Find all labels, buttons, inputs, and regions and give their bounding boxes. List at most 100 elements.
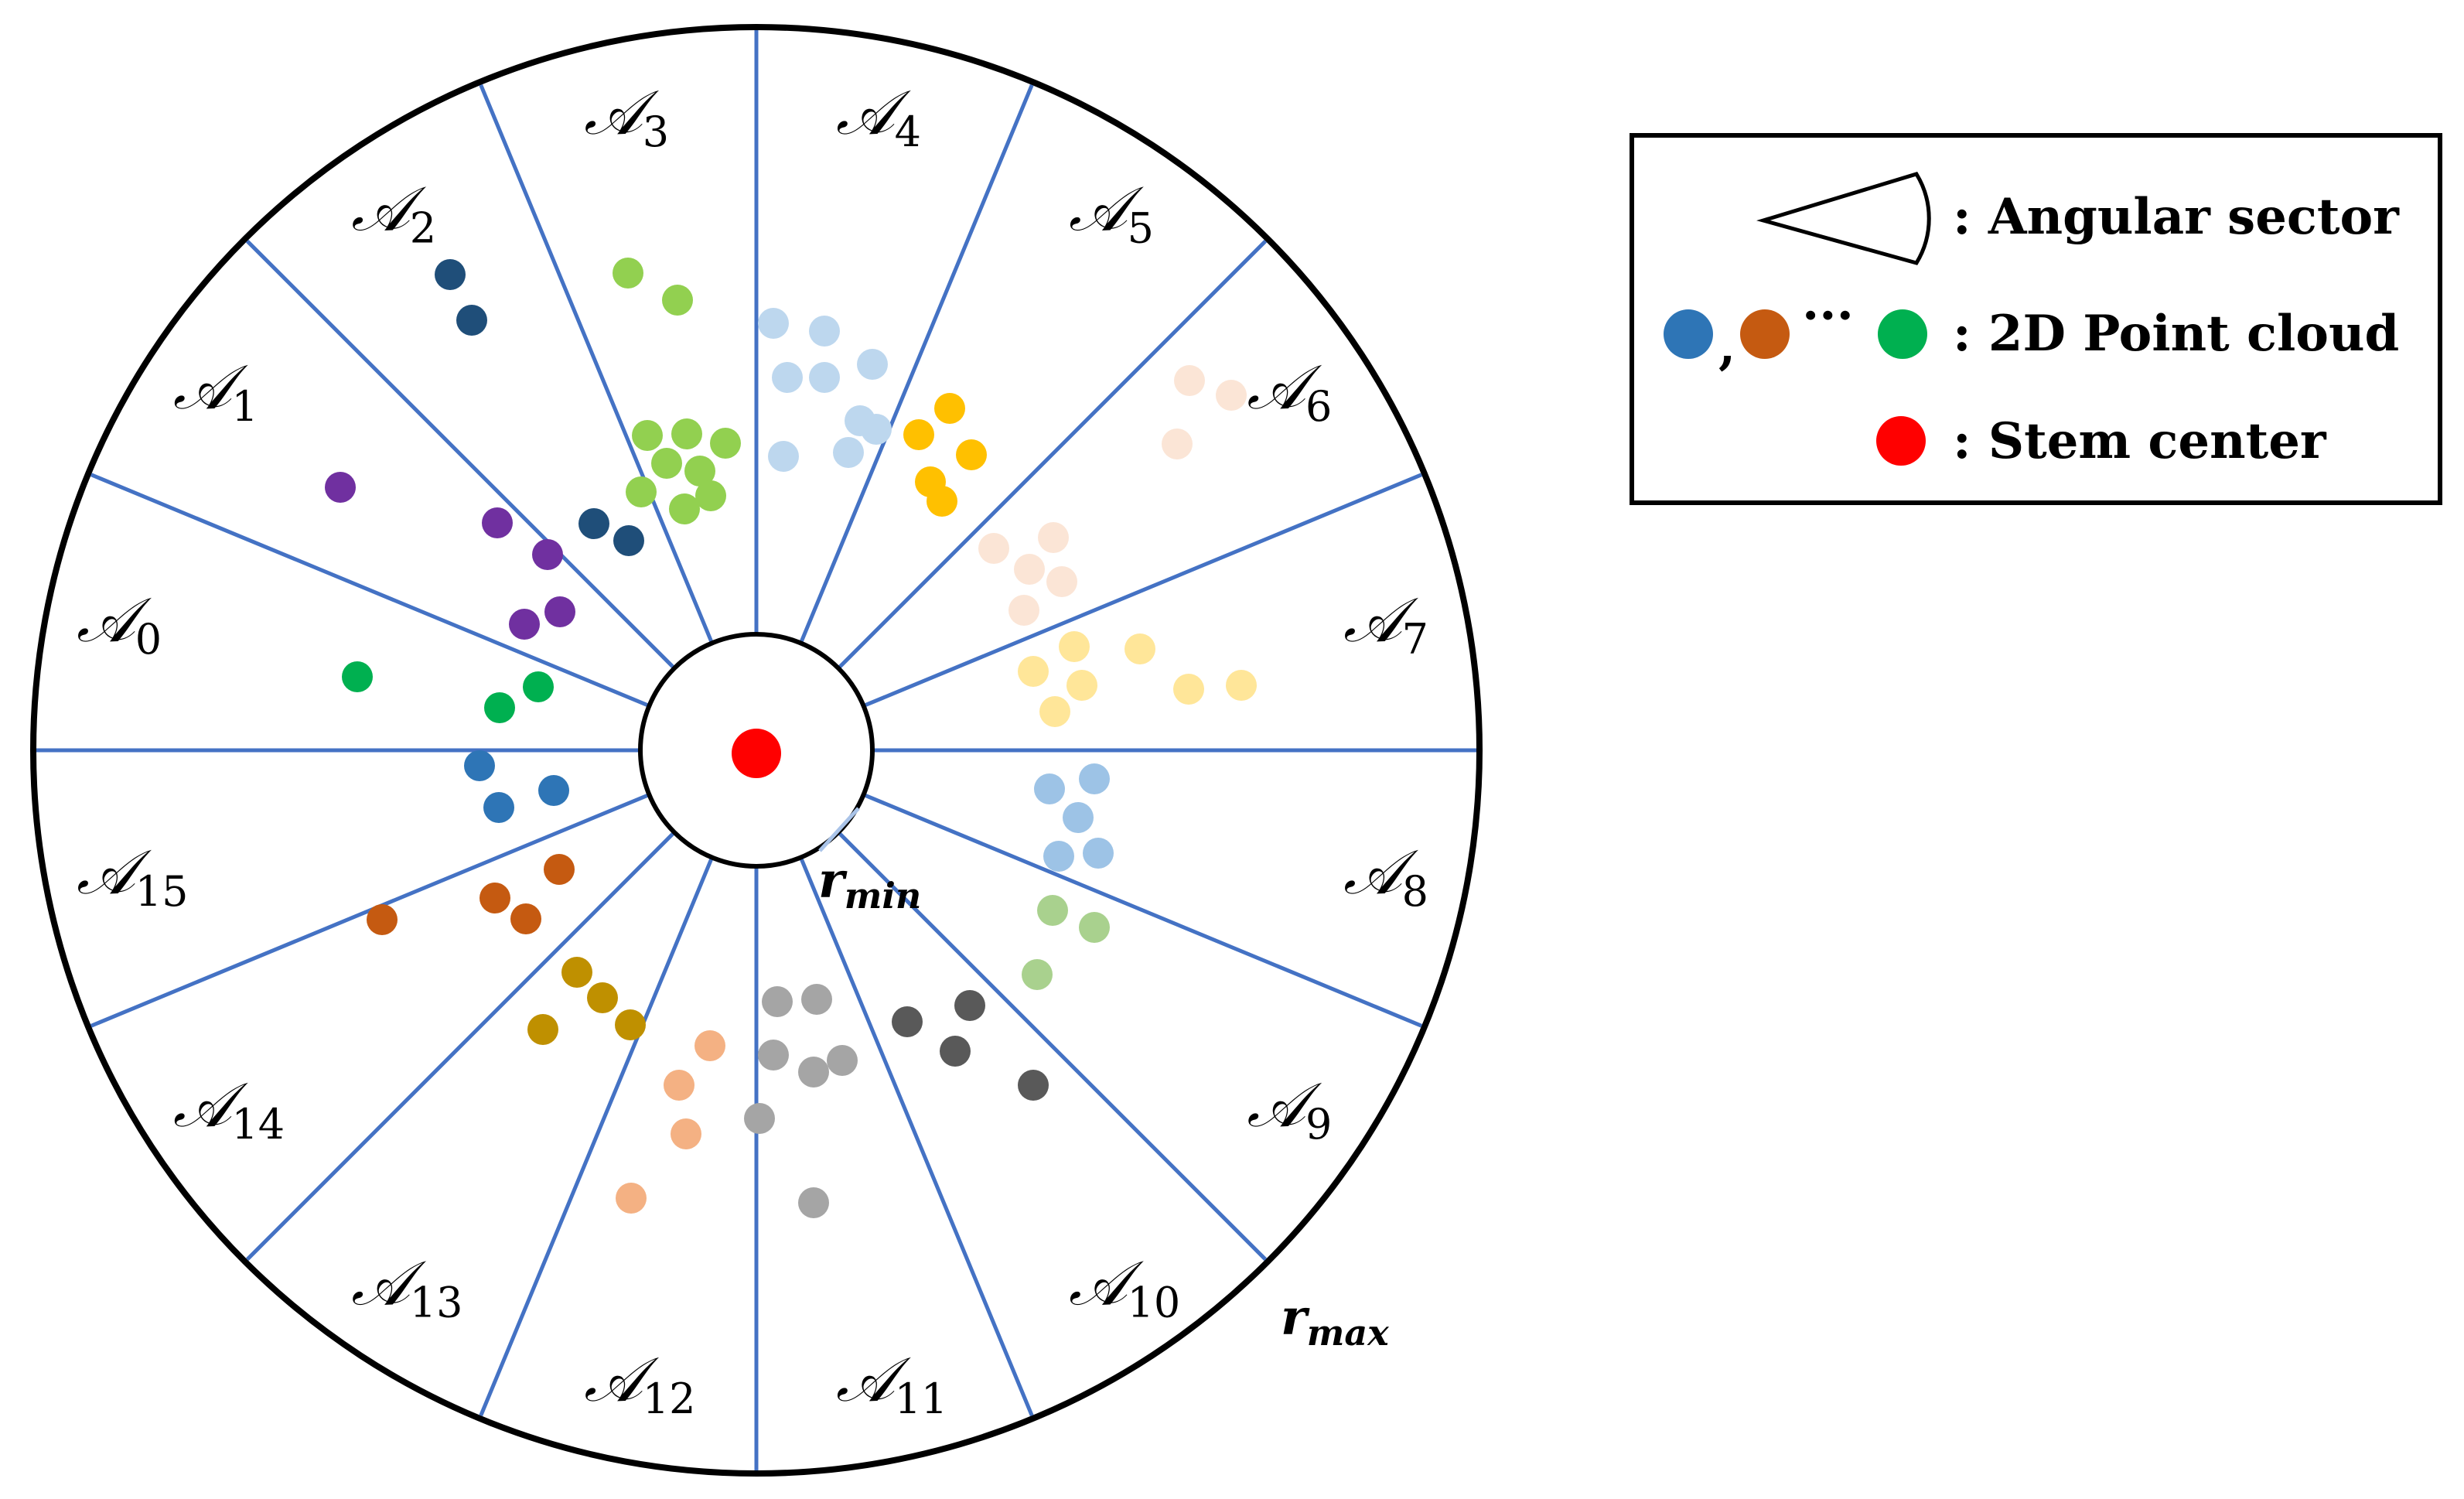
stem-center-icon xyxy=(1876,416,1926,466)
sector-divider xyxy=(90,473,650,708)
sector-label-10: 𝒜10 xyxy=(1069,1247,1180,1327)
cloud-point xyxy=(1039,696,1070,727)
cloud-point xyxy=(1162,429,1193,459)
legend-label-point-cloud: : 2D Point cloud xyxy=(1953,305,2399,363)
cloud-point xyxy=(1226,670,1257,701)
cloud-point xyxy=(809,362,840,393)
cloud-point xyxy=(587,982,618,1013)
cloud-point xyxy=(509,609,540,640)
sector-label-13: 𝒜13 xyxy=(351,1247,462,1327)
cloud-point xyxy=(1008,595,1039,626)
cloud-point xyxy=(833,437,864,468)
cloud-point xyxy=(1043,841,1074,872)
cloud-point xyxy=(1083,838,1114,869)
sector-icon xyxy=(1756,172,1931,265)
cloud-point xyxy=(710,428,741,459)
point-cloud-icon: , ··· xyxy=(1664,287,1927,376)
cloud-point xyxy=(544,596,575,627)
point-clouds xyxy=(325,258,1257,1218)
cloud-point xyxy=(1079,763,1110,794)
sector-divider xyxy=(479,856,714,1417)
legend-label-stem-center: : Stem center xyxy=(1953,412,2327,470)
sector-divider xyxy=(837,831,1268,1262)
cloud-point xyxy=(484,692,515,723)
cloud-point xyxy=(1038,522,1069,553)
sector-lines xyxy=(36,30,1476,1470)
cloud-point xyxy=(435,259,466,290)
cloud-point xyxy=(758,308,789,339)
cloud-point xyxy=(857,349,888,380)
svg-text:···: ··· xyxy=(1802,287,1854,345)
cloud-point xyxy=(927,486,957,517)
cloud-point xyxy=(903,419,934,450)
cloud-point xyxy=(367,904,398,935)
sector-label-3: 𝒜3 xyxy=(584,77,669,156)
cloud-point xyxy=(1059,631,1090,662)
cloud-point xyxy=(325,472,356,503)
cloud-point xyxy=(744,1103,775,1134)
cloud-point xyxy=(1018,656,1049,687)
cloud-point xyxy=(694,1030,725,1061)
cloud-point xyxy=(861,414,892,445)
cloud-point xyxy=(532,539,563,570)
cloud-point xyxy=(671,1118,701,1149)
cloud-point xyxy=(613,525,644,556)
svg-text:,: , xyxy=(1718,318,1735,376)
cloud-point xyxy=(1014,554,1045,585)
r-min-label: rmin xyxy=(818,852,921,917)
cloud-point xyxy=(801,984,832,1015)
stem-center-dot xyxy=(732,729,781,778)
cloud-point xyxy=(1037,895,1068,926)
cloud-point xyxy=(527,1014,558,1045)
cloud-point xyxy=(578,508,609,539)
cloud-point xyxy=(827,1045,858,1076)
cloud-point xyxy=(669,493,700,524)
cloud-point xyxy=(934,393,965,424)
cloud-point xyxy=(762,986,793,1017)
sector-label-6: 𝒜6 xyxy=(1247,351,1332,431)
cloud-point xyxy=(695,480,726,511)
cloud-point xyxy=(662,285,693,316)
cloud-point xyxy=(483,792,514,823)
cloud-point xyxy=(342,661,373,692)
legend-label-angular-sector: : Angular sector xyxy=(1953,188,2400,246)
cloud-point xyxy=(616,1183,647,1214)
cloud-point xyxy=(758,1040,789,1070)
cloud-point xyxy=(510,903,541,934)
cloud-point xyxy=(626,476,657,507)
cloud-point xyxy=(1174,365,1205,396)
cloud-point xyxy=(956,439,987,470)
cloud-point xyxy=(1079,912,1110,943)
sector-divider xyxy=(837,239,1268,670)
cloud-point xyxy=(809,316,840,347)
cloud-point xyxy=(561,957,592,988)
cloud-point xyxy=(978,533,1009,564)
cloud-point xyxy=(954,990,985,1021)
sector-divider xyxy=(799,84,1034,644)
cloud-point xyxy=(1018,1070,1049,1101)
cloud-point xyxy=(664,1070,694,1101)
cloud-point xyxy=(798,1057,829,1088)
cloud-point xyxy=(479,883,510,913)
cloud-point xyxy=(651,448,682,479)
sector-divider xyxy=(862,473,1423,708)
cloud-point xyxy=(1034,773,1065,804)
cloud-point xyxy=(798,1187,829,1218)
cloud-point xyxy=(892,1006,923,1037)
cloud-point xyxy=(1066,670,1097,701)
cloud-point xyxy=(538,775,569,806)
sector-label-12: 𝒜12 xyxy=(584,1344,695,1423)
cloud-point xyxy=(1022,959,1053,990)
cloud-point xyxy=(772,362,803,393)
cloud-point xyxy=(613,258,643,289)
cloud-point xyxy=(1124,633,1155,664)
cloud-point xyxy=(523,671,554,702)
cloud-point xyxy=(671,418,702,449)
cloud-point xyxy=(1046,566,1077,597)
cloud-point xyxy=(940,1036,971,1067)
cloud-point xyxy=(1173,674,1204,705)
r-max-label: rmax xyxy=(1281,1289,1389,1354)
sector-divider xyxy=(245,239,676,670)
sector-divider xyxy=(862,793,1423,1028)
